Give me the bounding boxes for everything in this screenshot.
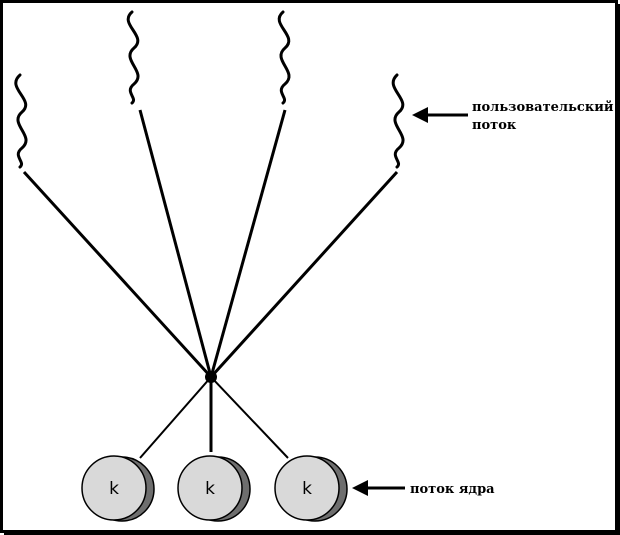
user-thread-arrow-head (412, 107, 428, 123)
user-thread-wave-1 (14, 73, 28, 169)
kernel-thread-3: k (274, 455, 348, 522)
kernel-thread-letter: k (302, 479, 312, 499)
user-thread-label-line2: поток (472, 118, 517, 133)
kernel-connection-3 (210, 376, 289, 459)
kernel-thread-letter: k (109, 479, 119, 499)
kernel-thread-arrow-head (352, 480, 368, 496)
kernel-connection-1 (139, 376, 212, 459)
kernel-thread-letter: k (205, 479, 215, 499)
kernel-thread-face (274, 455, 340, 521)
user-connection-4 (209, 170, 399, 379)
kernel-thread-1: k (81, 455, 155, 522)
user-thread-wave-2 (126, 10, 140, 105)
user-thread-label-line1: пользовательский (472, 100, 614, 115)
frame-shadow-bottom (4, 531, 620, 535)
kernel-thread-label: поток ядра (410, 482, 495, 497)
kernel-thread-face (177, 455, 243, 521)
kernel-thread-2: k (177, 455, 251, 522)
kernel-thread-face (81, 455, 147, 521)
user-connection-2 (138, 109, 213, 378)
user-thread-wave-4 (391, 73, 405, 169)
frame-shadow-right (616, 4, 620, 535)
user-connection-3 (209, 109, 287, 378)
user-thread-wave-3 (277, 10, 291, 105)
user-connection-1 (22, 170, 213, 379)
mapping-hub (205, 371, 217, 383)
